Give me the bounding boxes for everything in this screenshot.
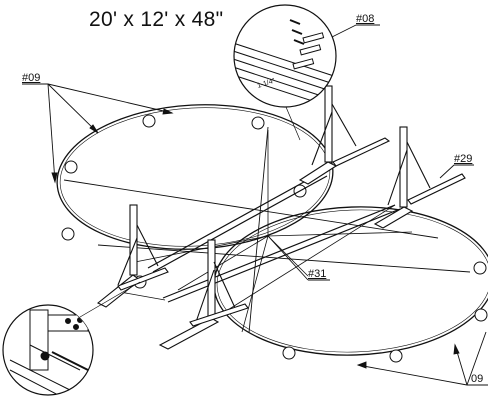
callout-29-label: #29 <box>454 153 473 165</box>
callout-09-top-label: #09 <box>22 72 41 84</box>
right-oval-rail-inner <box>216 209 488 353</box>
cross-beam-3 <box>214 204 396 319</box>
rail-connector <box>142 114 156 128</box>
cross-beam-2 <box>162 204 396 299</box>
rail-connector <box>474 308 488 322</box>
tie-rods <box>63 126 471 334</box>
rail-connector <box>389 349 403 363</box>
callout-08-label: #08 <box>356 13 375 25</box>
cross-beams <box>119 171 401 319</box>
callout-09-bottom-label: 09 <box>471 373 484 385</box>
detail-view-bottom <box>2 304 94 396</box>
cross-beam-1 <box>147 171 323 269</box>
stand-back-center <box>298 85 391 185</box>
left-oval-rail-inner <box>59 107 331 247</box>
rail-connector <box>282 346 296 360</box>
left-oval-rail <box>56 104 334 250</box>
callout-31-label: #31 <box>308 268 327 280</box>
center-arrows <box>134 130 413 333</box>
rail-connector <box>473 261 487 275</box>
rail-connector-markers <box>61 114 488 363</box>
cross-beam-2-edge <box>167 208 401 303</box>
right-oval-rail <box>213 206 488 356</box>
brace-a <box>119 291 166 301</box>
tie-rod-3 <box>248 126 269 334</box>
rail-connector <box>61 227 75 241</box>
tie-rod-1 <box>63 179 439 239</box>
rail-connector <box>64 160 78 174</box>
stand-front-left <box>96 204 169 308</box>
detail-view-top: 1-1/4" <box>233 4 337 108</box>
stand-brackets <box>96 85 466 350</box>
cross-beam-1-edge <box>152 175 328 273</box>
stand-front-center <box>158 239 249 350</box>
dimensions-title: 20' x 12' x 48" <box>89 8 224 31</box>
leader-lines <box>22 24 488 386</box>
tie-rod-2 <box>97 244 471 273</box>
rail-connector <box>251 116 265 130</box>
stand-back-right <box>373 126 466 229</box>
